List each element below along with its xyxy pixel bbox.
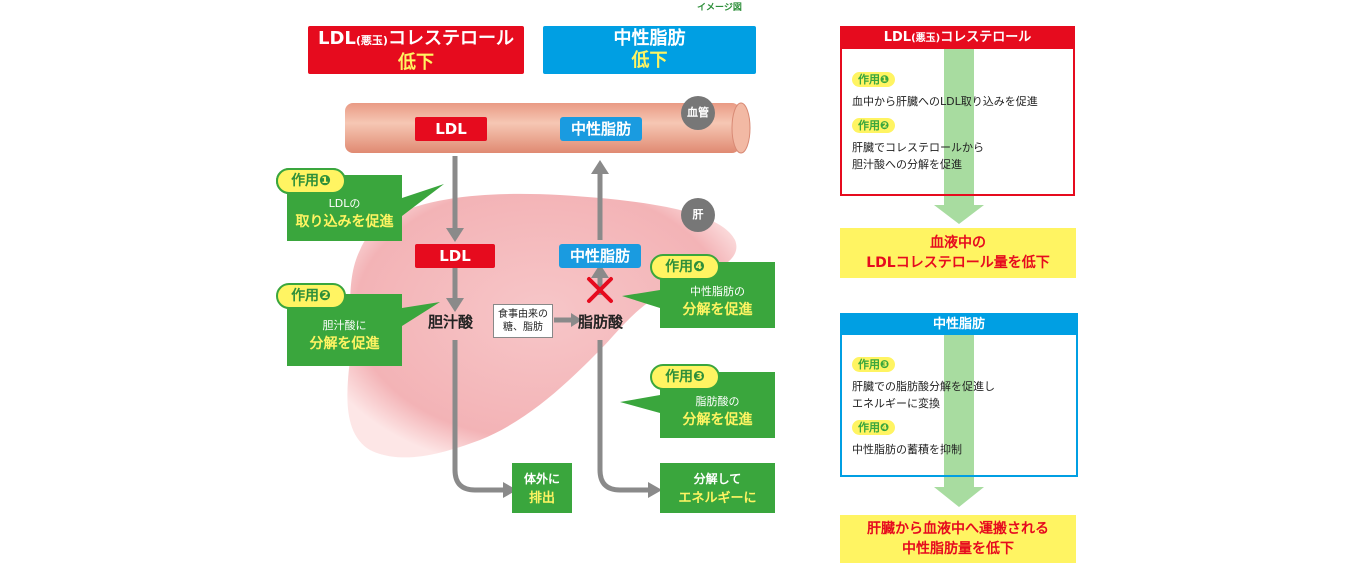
- liver-tg-label: 中性脂肪: [559, 244, 641, 268]
- ldl-result: 血液中の LDLコレステロール量を低下: [840, 228, 1076, 278]
- tg-panel-text-4: 中性脂肪の蓄積を抑制: [852, 443, 962, 456]
- image-note: イメージ図: [697, 3, 742, 13]
- ldl-panel-text-2a: 肝臓でコレステロールから: [852, 141, 984, 154]
- energy-box: 分解して エネルギーに: [660, 463, 775, 513]
- tg-panel: 中性脂肪 作用❸ 肝臓での脂肪酸分解を促進し エネルギーに変換 作用❹ 中性脂肪…: [840, 313, 1078, 477]
- ldl-panel-text-1: 血中から肝臓へのLDL取り込みを促進: [852, 95, 1038, 108]
- action-4-pill: 作用❹: [650, 254, 720, 280]
- tg-result: 肝臓から血液中へ運搬される 中性脂肪量を低下: [840, 515, 1076, 563]
- ldl-panel-text-2b: 胆汁酸への分解を促進: [852, 158, 962, 171]
- tg-panel-tag-3: 作用❸: [852, 357, 896, 372]
- tg-panel-title: 中性脂肪: [842, 315, 1076, 335]
- bile-acid-label: 胆汁酸: [428, 313, 474, 331]
- ldl-panel-tag-2: 作用❷: [852, 118, 896, 133]
- action-2-pill: 作用❷: [276, 283, 346, 309]
- block-x-mark: [587, 277, 613, 303]
- liver-circle-label: 肝: [681, 198, 715, 232]
- vessel-tg-label: 中性脂肪: [560, 117, 642, 141]
- dietary-source-box: 食事由来の 糖、脂肪: [493, 304, 553, 338]
- tg-panel-text-3b: エネルギーに変換: [852, 397, 940, 410]
- fatty-acid-label: 脂肪酸: [578, 313, 624, 331]
- action-3-pill: 作用❸: [650, 364, 720, 390]
- ldl-panel: LDL(悪玉)コレステロール 作用❶ 血中から肝臓へのLDL取り込みを促進 作用…: [840, 26, 1075, 196]
- liver-ldl-label: LDL: [415, 244, 495, 268]
- vessel-ldl-label: LDL: [415, 117, 487, 141]
- excretion-box: 体外に 排出: [512, 463, 572, 513]
- ldl-lowering-title: LDL(悪玉)コレステロール 低下: [308, 26, 524, 74]
- tg-panel-tag-4: 作用❹: [852, 420, 896, 435]
- ldl-panel-tag-1: 作用❶: [852, 72, 896, 87]
- ldl-panel-title: LDL(悪玉)コレステロール: [842, 28, 1073, 49]
- vessel-circle-label: 血管: [681, 96, 715, 130]
- tg-lowering-title: 中性脂肪 低下: [543, 26, 756, 74]
- tg-panel-text-3a: 肝臓での脂肪酸分解を促進し: [852, 380, 995, 393]
- action-1-pill-top: 作用❶: [276, 168, 346, 194]
